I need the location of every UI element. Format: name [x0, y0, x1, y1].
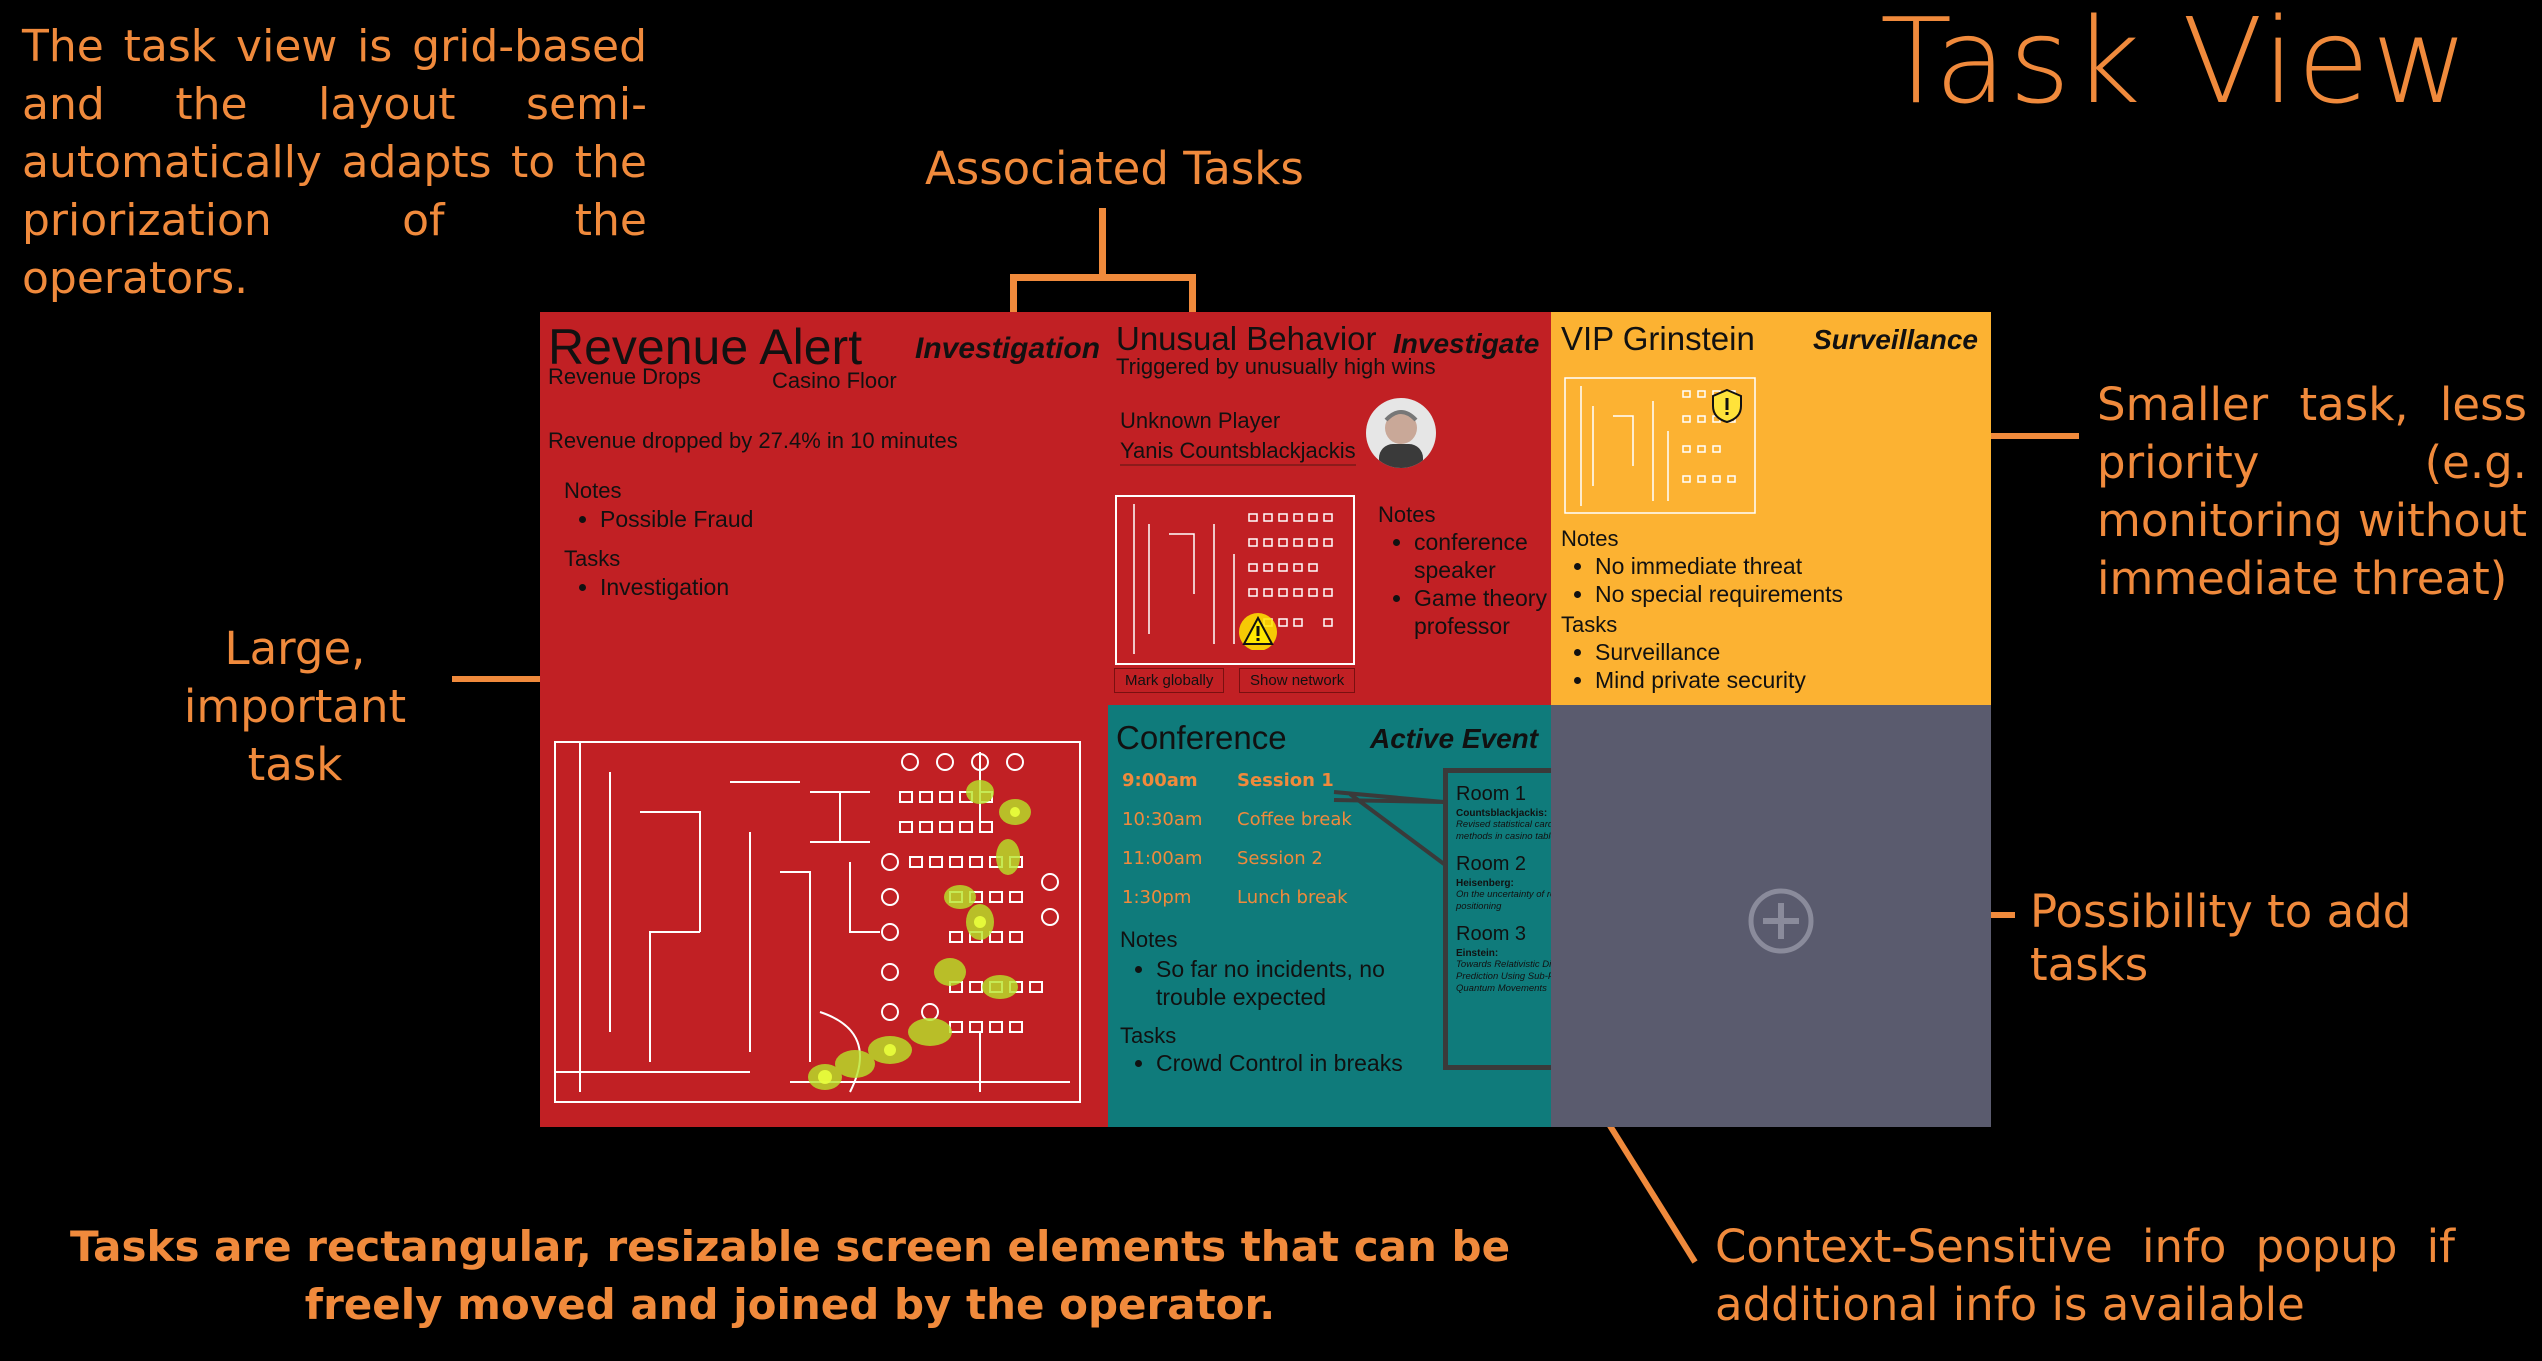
add-task-area[interactable] — [1551, 705, 1991, 1127]
task-category: Surveillance — [1813, 324, 1978, 355]
task-item: Mind private security — [1595, 666, 1806, 694]
bracket-bar — [1010, 274, 1196, 281]
bracket-left — [1010, 274, 1017, 314]
task-revenue-alert[interactable]: Revenue Alert Investigation Revenue Drop… — [540, 312, 1108, 1127]
large-task-annotation: Large, important task — [183, 622, 407, 791]
schedule-row[interactable]: 11:00am Session 2 — [1122, 848, 1352, 887]
task-category: Investigation — [915, 332, 1101, 365]
notes-heading: Notes — [564, 478, 622, 503]
room-title: Room 1 — [1456, 783, 1527, 805]
schedule-item: Session 2 — [1237, 848, 1323, 869]
note-item: Game theory professor — [1414, 584, 1584, 640]
schedule-time: 11:00am — [1122, 848, 1203, 869]
notes-list: Possible Fraud — [564, 505, 753, 533]
note-item: conference speaker — [1414, 528, 1584, 584]
context-popup-annotation: Context-Sensitive info popup if addition… — [1715, 1220, 2455, 1331]
schedule-time: 9:00am — [1122, 770, 1198, 791]
intro-annotation: The task view is grid-based and the layo… — [22, 21, 647, 304]
small-task-connector — [1991, 433, 2079, 439]
popup-pointer — [1333, 790, 1446, 866]
footer-annotation: Tasks are rectangular, resizable screen … — [69, 1222, 1511, 1329]
task-vip-grinstein[interactable]: VIP Grinstein Surveillance Notes No imme… — [1551, 312, 1991, 705]
conference-schedule: 9:00am Session 1 10:30am Coffee break 11:0… — [1122, 770, 1352, 926]
notes-heading: Notes — [1378, 502, 1436, 527]
note-item: So far no incidents, no trouble expected — [1156, 955, 1396, 1011]
tasks-heading: Tasks — [1120, 1023, 1177, 1048]
notes-list: No immediate threat No special requireme… — [1559, 552, 1843, 608]
schedule-item: Lunch break — [1237, 887, 1348, 908]
tasks-list: Surveillance Mind private security — [1559, 638, 1806, 694]
tasks-list: Investigation — [564, 573, 729, 601]
floor-plan-map[interactable] — [1114, 494, 1356, 666]
smaller-task-annotation: Smaller task, less priority (e.g. monito… — [2097, 378, 2527, 605]
task-subtitle: Triggered by unusually high wins — [1116, 354, 1436, 379]
task-category: Investigate — [1393, 328, 1540, 359]
notes-heading: Notes — [1561, 526, 1619, 551]
page-title: Task View — [1880, 0, 2471, 130]
room-speaker: Countsblackjackis: — [1456, 808, 1548, 819]
room-speaker: Einstein: — [1456, 948, 1499, 959]
task-location: Casino Floor — [772, 368, 897, 393]
player-label: Unknown Player — [1120, 408, 1281, 433]
player-name[interactable]: Yanis Countsblackjackis — [1120, 438, 1356, 466]
notes-list: conference speaker Game theory professor — [1378, 528, 1584, 640]
room-talk: On the uncertainty of roulette Pill posi… — [1456, 889, 1594, 912]
warning-icon[interactable] — [1236, 610, 1280, 650]
floor-plan-map[interactable] — [550, 732, 1090, 1112]
note-item: No immediate threat — [1595, 552, 1843, 580]
task-item: Surveillance — [1595, 638, 1806, 666]
task-message: Revenue dropped by 27.4% in 10 minutes — [548, 428, 958, 453]
room-title: Room 3 — [1456, 923, 1527, 945]
task-item: Crowd Control in breaks — [1156, 1049, 1403, 1077]
show-network-button[interactable]: Show network — [1239, 668, 1356, 693]
shield-alert-icon[interactable] — [1709, 388, 1745, 424]
room-speaker: Heisenberg: — [1456, 878, 1514, 889]
task-title: Conference — [1116, 719, 1287, 756]
notes-heading: Notes — [1120, 927, 1178, 952]
note-item: No special requirements — [1595, 580, 1843, 608]
note-item: Possible Fraud — [600, 505, 753, 533]
large-task-connector — [452, 676, 542, 682]
tasks-list: Crowd Control in breaks — [1120, 1049, 1403, 1077]
tasks-heading: Tasks — [564, 546, 621, 571]
bracket-right — [1189, 274, 1196, 314]
schedule-item: Session 1 — [1237, 770, 1334, 791]
add-tasks-annotation: Possibility to add tasks — [2030, 885, 2412, 991]
schedule-time: 10:30am — [1122, 809, 1203, 830]
schedule-row[interactable]: 1:30pm Lunch break — [1122, 887, 1352, 926]
room-talk: Towards Relativistic Dice Roll Predictio… — [1456, 959, 1609, 994]
schedule-item: Coffee break — [1237, 809, 1352, 830]
room-talk: Revised statistical card counting method… — [1456, 819, 1592, 842]
avatar-photo — [1366, 398, 1436, 468]
task-category: Active Event — [1370, 723, 1539, 754]
task-title: Unusual Behavior — [1116, 320, 1377, 357]
task-item: Investigation — [600, 573, 729, 601]
schedule-time: 1:30pm — [1122, 887, 1192, 908]
notes-list: So far no incidents, no trouble expected — [1120, 955, 1396, 1011]
task-title: Revenue Alert — [548, 319, 863, 375]
tasks-heading: Tasks — [1561, 612, 1618, 637]
plus-circle-icon[interactable] — [1745, 885, 1817, 957]
bracket-stem — [1099, 208, 1106, 278]
room-title: Room 2 — [1456, 853, 1527, 875]
schedule-row[interactable]: 10:30am Coffee break — [1122, 809, 1352, 848]
mark-globally-button[interactable]: Mark globally — [1114, 668, 1225, 693]
associated-tasks-annotation: Associated Tasks — [925, 142, 1304, 195]
task-unusual-behavior[interactable]: Unusual Behavior Investigate Triggered b… — [1108, 312, 1551, 705]
task-subtitle: Revenue Drops — [548, 364, 701, 389]
task-title: VIP Grinstein — [1561, 320, 1755, 357]
schedule-row[interactable]: 9:00am Session 1 — [1122, 770, 1352, 809]
